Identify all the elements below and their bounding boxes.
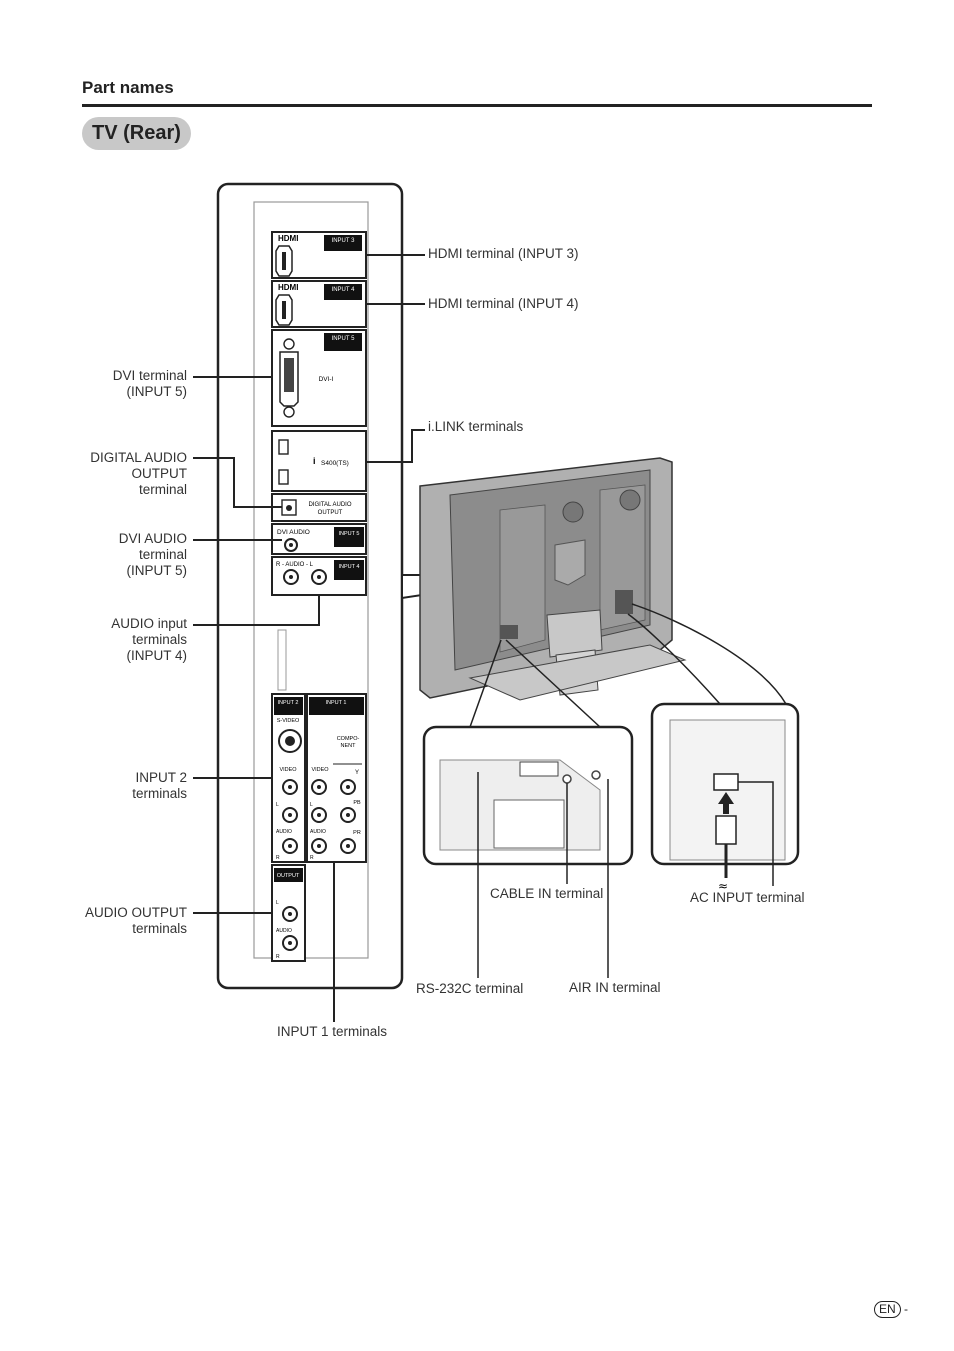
ilink-port-1 <box>278 439 289 455</box>
svg-text:Y: Y <box>355 770 359 776</box>
svg-text:DIGITAL AUDIO: DIGITAL AUDIO <box>308 502 351 508</box>
svg-text:L: L <box>310 802 313 808</box>
hdmi-logo-3: HDMI <box>278 234 298 243</box>
svg-text:PR: PR <box>353 830 361 836</box>
hdmi-logo-4: HDMI <box>278 283 298 292</box>
svg-text:R - AUDIO - L: R - AUDIO - L <box>276 562 314 568</box>
svg-text:DVI AUDIO: DVI AUDIO <box>277 529 310 536</box>
svg-text:AUDIO: AUDIO <box>276 928 292 934</box>
page-title: TV (Rear) <box>82 117 191 150</box>
svg-text:INPUT 2: INPUT 2 <box>278 700 299 706</box>
svg-text:VIDEO: VIDEO <box>279 767 297 773</box>
audio-input4-module: R - AUDIO - L INPUT 4 <box>271 556 367 596</box>
label-ilink: i.LINK terminals <box>428 419 524 434</box>
svg-text:VIDEO: VIDEO <box>311 767 329 773</box>
svg-text:OUTPUT: OUTPUT <box>277 873 300 879</box>
hdmi-input4-module: HDMI INPUT 4 <box>271 280 367 328</box>
ac-zoom-bubble: ≈ <box>627 603 800 893</box>
panel-inner-outline <box>253 201 369 959</box>
label-hdmi-input4: HDMI terminal (INPUT 4) <box>428 296 579 311</box>
antenna-zoom-bubble <box>422 639 634 866</box>
svg-text:AUDIO: AUDIO <box>276 829 292 835</box>
label-air-in: AIR IN terminal <box>569 980 661 995</box>
svg-text:L: L <box>276 802 279 808</box>
ilink-module: i S400(TS) <box>271 430 367 492</box>
footer-suffix: - <box>904 1302 909 1316</box>
svg-text:OUTPUT: OUTPUT <box>318 510 343 516</box>
input5-tag: INPUT 5 <box>332 336 356 342</box>
svg-text:≈: ≈ <box>718 879 728 893</box>
hdmi-input3-module: HDMI INPUT 3 <box>271 231 367 279</box>
label-cable-in: CABLE IN terminal <box>490 886 604 901</box>
svg-text:NENT: NENT <box>341 743 357 749</box>
input4-tag: INPUT 4 <box>332 287 356 293</box>
svg-text:R: R <box>276 954 280 960</box>
ac-socket-icon <box>713 773 739 791</box>
ilink-port-2 <box>278 469 289 485</box>
input3-tag: INPUT 3 <box>332 238 356 244</box>
audio-output-column: OUTPUT L AUDIO R <box>271 864 306 962</box>
svg-text:S-VIDEO: S-VIDEO <box>277 718 300 724</box>
header-rule <box>82 104 872 107</box>
dvi-input5-module: INPUT 5 DVI-I <box>271 329 367 427</box>
label-ac-input: AC INPUT terminal <box>690 890 805 905</box>
dvi-audio-module: DVI AUDIO INPUT 5 <box>271 523 367 555</box>
svg-text:L: L <box>276 900 279 906</box>
label-hdmi-input3: HDMI terminal (INPUT 3) <box>428 246 579 261</box>
svg-text:INPUT 1: INPUT 1 <box>326 700 347 706</box>
ilink-label: S400(TS) <box>321 460 349 467</box>
svg-text:R: R <box>276 855 280 861</box>
svg-text:R: R <box>310 855 314 861</box>
label-rs232c: RS-232C terminal <box>416 981 524 996</box>
input2-column: INPUT 2 S-VIDEO VIDEO L AUDIO R <box>271 693 306 863</box>
label-dvi: DVI terminal(INPUT 5) <box>112 368 187 399</box>
ilink-icon: i <box>313 456 316 466</box>
section-title: Part names <box>82 78 174 97</box>
language-badge: EN <box>874 1301 901 1318</box>
input1-column: INPUT 1 COMPO- NENT VIDEO Y L PB AUDIO P… <box>306 693 367 863</box>
page-footer: EN - <box>874 1301 908 1318</box>
svg-text:INPUT 5: INPUT 5 <box>339 531 360 537</box>
digital-audio-output-module: DIGITAL AUDIO OUTPUT <box>271 493 367 522</box>
tv-rear-illustration <box>401 457 687 701</box>
label-input1: INPUT 1 terminals <box>277 1024 388 1039</box>
dvi-i-label: DVI-I <box>319 376 334 383</box>
panel-slot <box>277 629 287 691</box>
svg-text:INPUT 4: INPUT 4 <box>339 564 360 570</box>
svg-text:AUDIO: AUDIO <box>310 829 326 835</box>
svg-text:COMPO-: COMPO- <box>337 736 360 742</box>
svg-text:PB: PB <box>353 800 361 806</box>
